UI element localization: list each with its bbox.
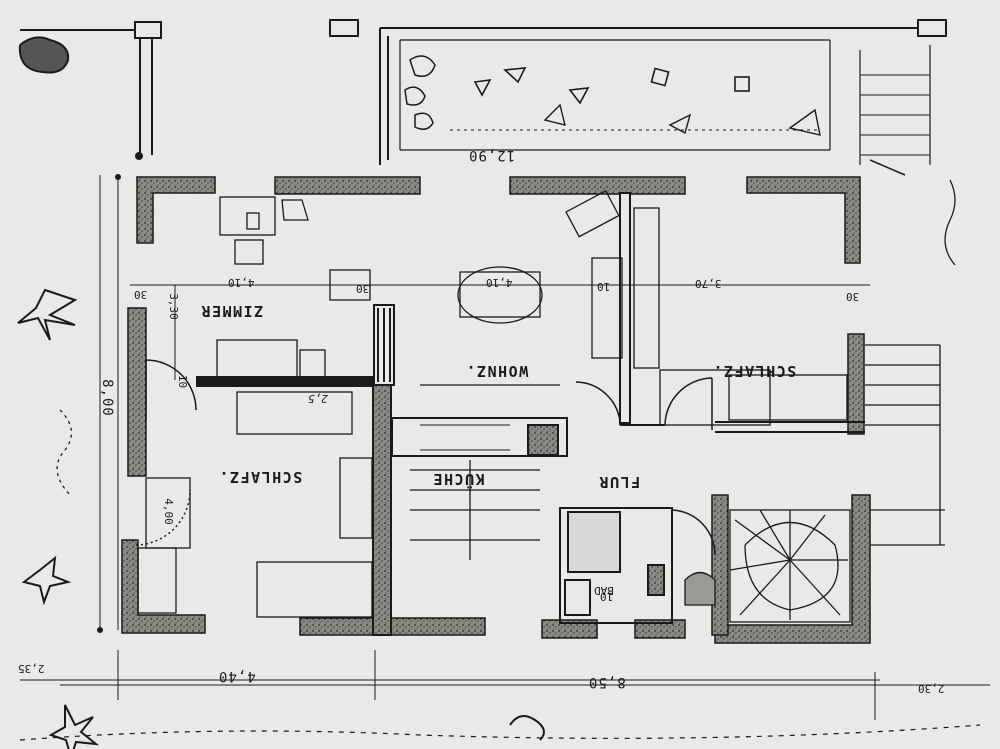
dim-wall-30-b: 30 (356, 282, 370, 295)
dimension-lines (20, 174, 990, 720)
vegetation (17, 36, 981, 749)
room-label-schlafzimmer-left: SCHLAFZ. (218, 468, 303, 486)
dim-bottom-left: 4,40 (218, 668, 256, 684)
dim-bottom-mid: 8,50 (588, 674, 626, 690)
dim-wall-30-c: 30 (846, 290, 860, 303)
room-label-flur: FLUR (598, 473, 641, 491)
right-steps (865, 344, 945, 546)
dim-bottom-side-left: 2,35 (18, 662, 45, 675)
terrace (329, 19, 947, 176)
dim-total-width: 12,90 (468, 147, 516, 163)
dim-left-height: 8,00 (98, 379, 115, 417)
dim-wall-10-b: 10 (176, 374, 190, 389)
dim-bottom-side-right: 2,30 (918, 682, 945, 695)
dim-wohnz-depth: 4,10 (486, 276, 513, 289)
staircase (684, 509, 851, 623)
room-label-kueche: KÜCHE (432, 470, 485, 488)
room-label-wohnzimmer: WOHNZ. (465, 362, 529, 380)
left-top-wall (20, 21, 162, 160)
dim-schlafz-height: 4,00 (161, 498, 175, 525)
dim-schlafz-depth: 3,70 (695, 277, 722, 290)
dim-wall-30-a: 30 (134, 288, 148, 301)
dim-zimmer-height: 3,30 (166, 293, 180, 320)
inner-walls (196, 192, 865, 636)
outer-walls (121, 176, 871, 644)
dim-zimmer-depth: 4,10 (228, 276, 255, 289)
dim-wall-10-a: 10 (597, 280, 611, 293)
room-label-zimmer: ZIMMER (200, 302, 264, 320)
dim-handwritten: 2,5 (308, 392, 328, 405)
room-label-schlafzimmer-right: SCHLAFZ. (712, 362, 797, 380)
dim-wall-10-c: 10 (600, 590, 614, 603)
